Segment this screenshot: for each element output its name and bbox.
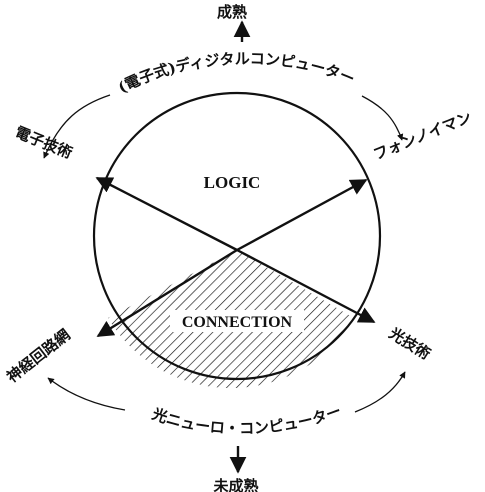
bottom-label: 未成熟 — [212, 477, 258, 492]
logic-label: LOGIC — [204, 173, 261, 192]
arrow-to-electronic — [95, 176, 238, 252]
upper-right-label: フォンノイマン — [371, 108, 474, 164]
upper-left-label: 電子技術 — [13, 123, 75, 162]
connection-label-background — [170, 310, 304, 332]
top-label: 成熟 — [217, 3, 247, 21]
lower-left-label: 神経回路網 — [3, 326, 73, 386]
upper-arc-label: (電子式)ディジタルコンピューター — [115, 50, 357, 97]
connection-label: CONNECTION — [182, 314, 293, 331]
upper-arc-right — [361, 95, 404, 141]
arrow-to-von-neumann — [236, 178, 368, 252]
arrow-to-neural-network — [96, 248, 238, 338]
upper-arc-left — [43, 94, 111, 159]
lower-arc-right — [354, 371, 406, 413]
lower-right-label: 光技術 — [385, 324, 434, 364]
arrow-to-optical — [236, 248, 376, 324]
lower-arc-label: 光ニューロ・コンピューター — [149, 402, 344, 438]
lower-arc-left — [47, 377, 126, 411]
